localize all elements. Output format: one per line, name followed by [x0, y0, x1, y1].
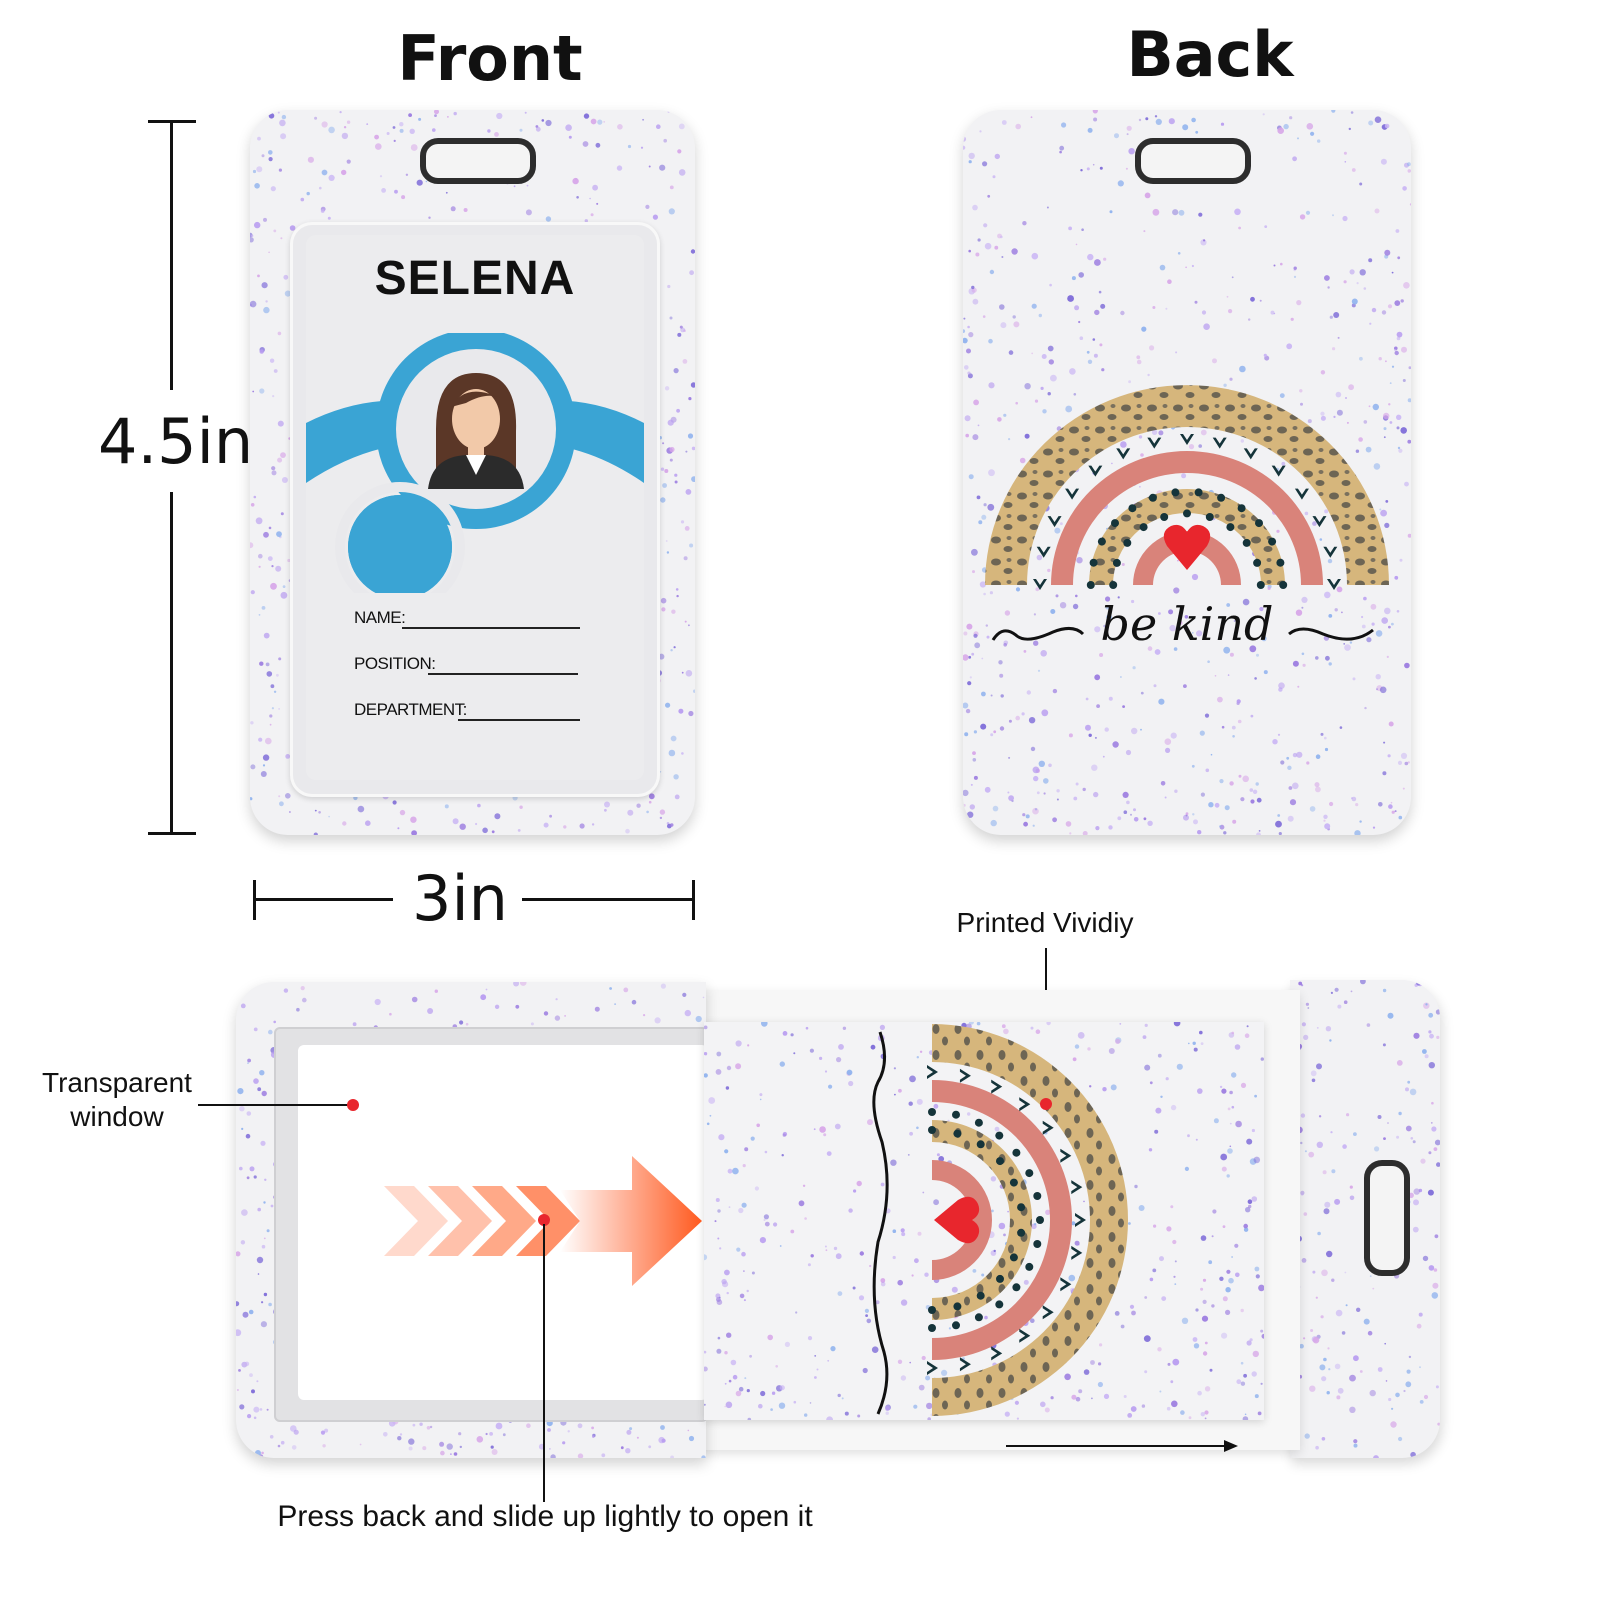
field-position-label: POSITION:	[354, 654, 436, 673]
window-callout: Transparent window	[22, 1066, 212, 1134]
printed-callout: Printed Vividiy	[956, 907, 1134, 938]
height-label: 4.5in	[98, 405, 254, 478]
lanyard-slot	[1364, 1160, 1410, 1276]
chevron-ring	[1033, 434, 1341, 590]
back-shell	[1290, 980, 1440, 1458]
field-name-line	[402, 627, 580, 629]
width-cap-right	[692, 880, 695, 920]
width-line-left	[253, 898, 393, 901]
heart-icon	[1163, 524, 1211, 570]
rainbow-art-rotated	[872, 1024, 1128, 1416]
slide-insert	[704, 1022, 1264, 1420]
height-line-upper	[170, 120, 173, 390]
dot-ring	[928, 1108, 1044, 1332]
slide-direction-arrow	[1006, 1445, 1232, 1447]
width-label: 3in	[412, 862, 508, 935]
back-card: be kind	[963, 110, 1411, 835]
rainbow-art	[985, 385, 1389, 590]
dot-ring	[1086, 488, 1288, 589]
glitter-texture	[1290, 980, 1440, 1458]
front-card: SELENA NAME: POSITION:	[250, 110, 695, 835]
be-kind-script: be kind	[991, 597, 1374, 651]
lanyard-slot	[1135, 138, 1251, 184]
field-name-label: NAME:	[354, 608, 406, 627]
badge-name: SELENA	[374, 252, 576, 305]
printed-leader-dot	[1040, 1098, 1052, 1110]
be-kind-stroke	[872, 1031, 889, 1415]
window-callout-line2: window	[70, 1101, 164, 1132]
instruction-leader-line	[543, 1224, 545, 1502]
id-card-insert: SELENA NAME: POSITION:	[306, 235, 644, 780]
back-heading: Back	[1126, 18, 1294, 91]
lanyard-slot	[420, 138, 536, 184]
instruction-dot	[538, 1214, 550, 1226]
field-department-label: DEPARTMENT:	[354, 700, 467, 719]
instruction-callout: Press back and slide up lightly to open …	[277, 1500, 813, 1533]
width-line-right	[522, 898, 694, 901]
avatar	[428, 373, 524, 489]
avatar-graphic	[306, 333, 644, 593]
front-heading: Front	[397, 22, 583, 95]
field-department-line	[458, 719, 580, 721]
svg-text:be kind: be kind	[1101, 597, 1274, 651]
height-cap-bottom	[148, 832, 196, 835]
slide-direction-arrowhead	[1224, 1440, 1238, 1452]
heart-icon	[934, 1196, 980, 1244]
chevron-ring	[927, 1065, 1086, 1375]
window-leader-dot	[347, 1099, 359, 1111]
window-callout-line1: Transparent	[42, 1067, 192, 1098]
window-leader-line	[198, 1104, 350, 1106]
field-position-line	[428, 673, 578, 675]
height-line-lower	[170, 492, 173, 834]
slide-arrow-icon	[384, 1156, 702, 1286]
